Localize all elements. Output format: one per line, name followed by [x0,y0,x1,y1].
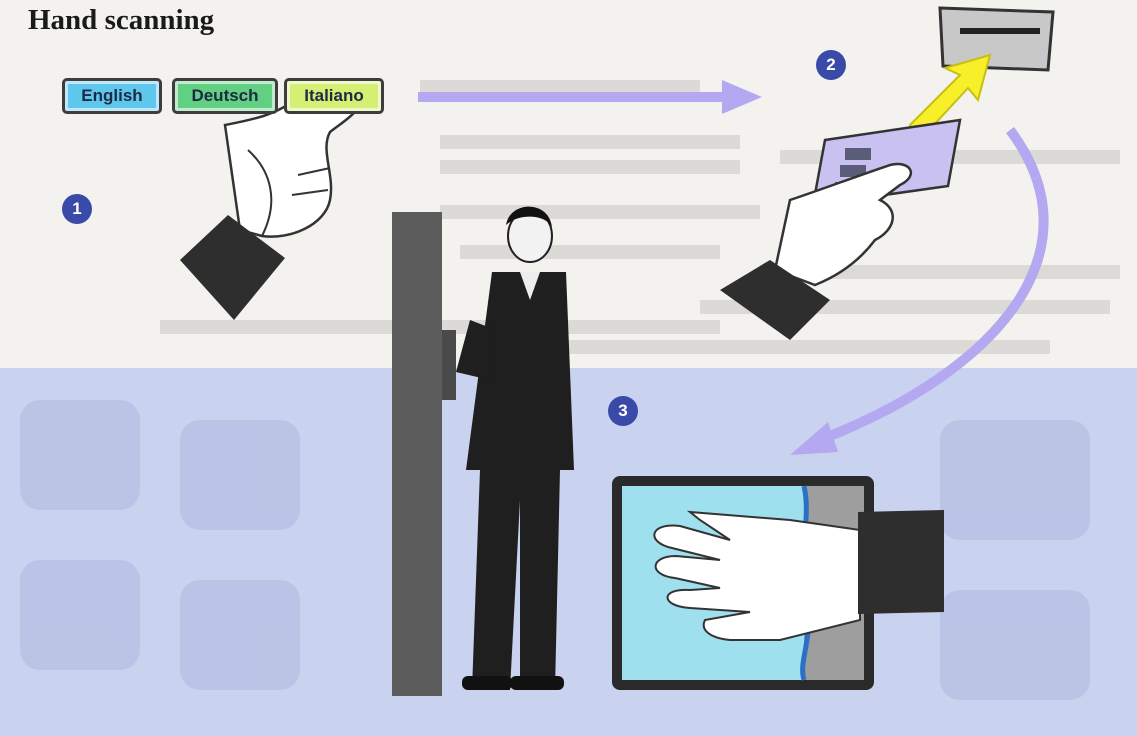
step-badge-3: 3 [608,396,638,426]
language-button-italiano[interactable]: Italiano [284,78,384,114]
card-reader-icon [940,8,1053,70]
step-badge-1: 1 [62,194,92,224]
language-button-deutsch[interactable]: Deutsch [172,78,278,114]
step-badge-2: 2 [816,50,846,80]
page-title: Hand scanning [28,4,214,37]
language-button-english[interactable]: English [62,78,162,114]
hand-pointing-icon [180,84,359,320]
